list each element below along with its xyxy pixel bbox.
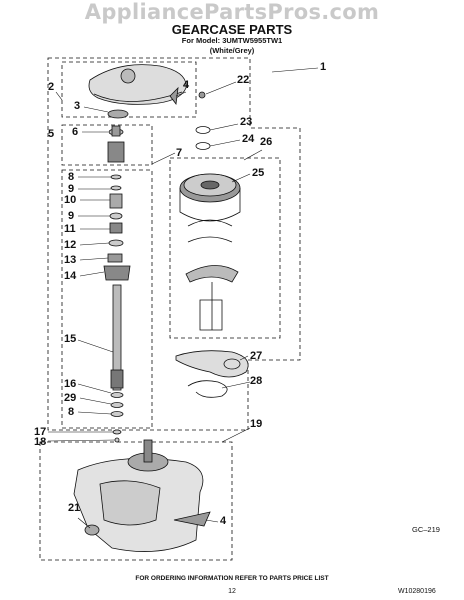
callout-6: 6	[72, 126, 79, 138]
callout-21: 21	[68, 502, 81, 514]
page-title: GEARCASE PARTS	[171, 22, 293, 37]
callout-26: 26	[260, 136, 273, 148]
callout-4: 4	[183, 79, 190, 91]
assembly-outline	[47, 57, 301, 431]
pinion-gear	[107, 141, 125, 163]
callout-9: 9	[68, 183, 75, 195]
callout-3: 3	[74, 100, 81, 112]
callout-8b: 8	[68, 406, 75, 418]
gear-group-box	[169, 157, 281, 339]
callout-8: 8	[68, 171, 75, 183]
callout-12: 12	[64, 239, 77, 251]
cover-group-box	[61, 61, 197, 118]
callout-14: 14	[64, 270, 77, 282]
agitator-shaft-box	[61, 169, 153, 429]
callout-10: 10	[64, 194, 77, 206]
clip	[187, 380, 228, 398]
callout-17: 17	[34, 426, 47, 438]
page-number: 12	[228, 588, 236, 595]
callout-18: 18	[34, 436, 47, 448]
callout-9b: 9	[68, 210, 75, 222]
callout-2: 2	[48, 81, 55, 93]
bearing	[107, 109, 129, 119]
callout-11: 11	[64, 223, 76, 235]
callout-15: 15	[64, 333, 77, 345]
diagram-code: GC–219	[412, 525, 440, 534]
callout-25: 25	[252, 167, 265, 179]
footer-note: FOR ORDERING INFORMATION REFER TO PARTS …	[135, 575, 329, 582]
cam	[175, 350, 249, 378]
document-number: W10280196	[398, 588, 436, 595]
callout-28: 28	[250, 375, 263, 387]
base-group-box	[39, 441, 233, 561]
watermark: AppliancePartsPros.com	[84, 0, 380, 24]
callout-1: 1	[320, 61, 327, 73]
callout-4b: 4	[220, 515, 227, 527]
callout-27: 27	[250, 350, 263, 362]
callout-22: 22	[237, 74, 250, 86]
model-line: For Model: 3UMTW5955TW1	[181, 36, 283, 45]
callout-7: 7	[176, 147, 183, 159]
callout-16: 16	[64, 378, 77, 390]
callout-13: 13	[64, 254, 77, 266]
agitator-shaft	[112, 284, 122, 391]
shaft-group-box	[61, 124, 153, 166]
callout-24: 24	[242, 133, 255, 145]
callout-19: 19	[250, 418, 263, 430]
callout-5: 5	[48, 128, 55, 140]
callout-29: 29	[64, 392, 77, 404]
color-line: (White/Grey)	[209, 46, 255, 55]
callout-23: 23	[240, 116, 253, 128]
